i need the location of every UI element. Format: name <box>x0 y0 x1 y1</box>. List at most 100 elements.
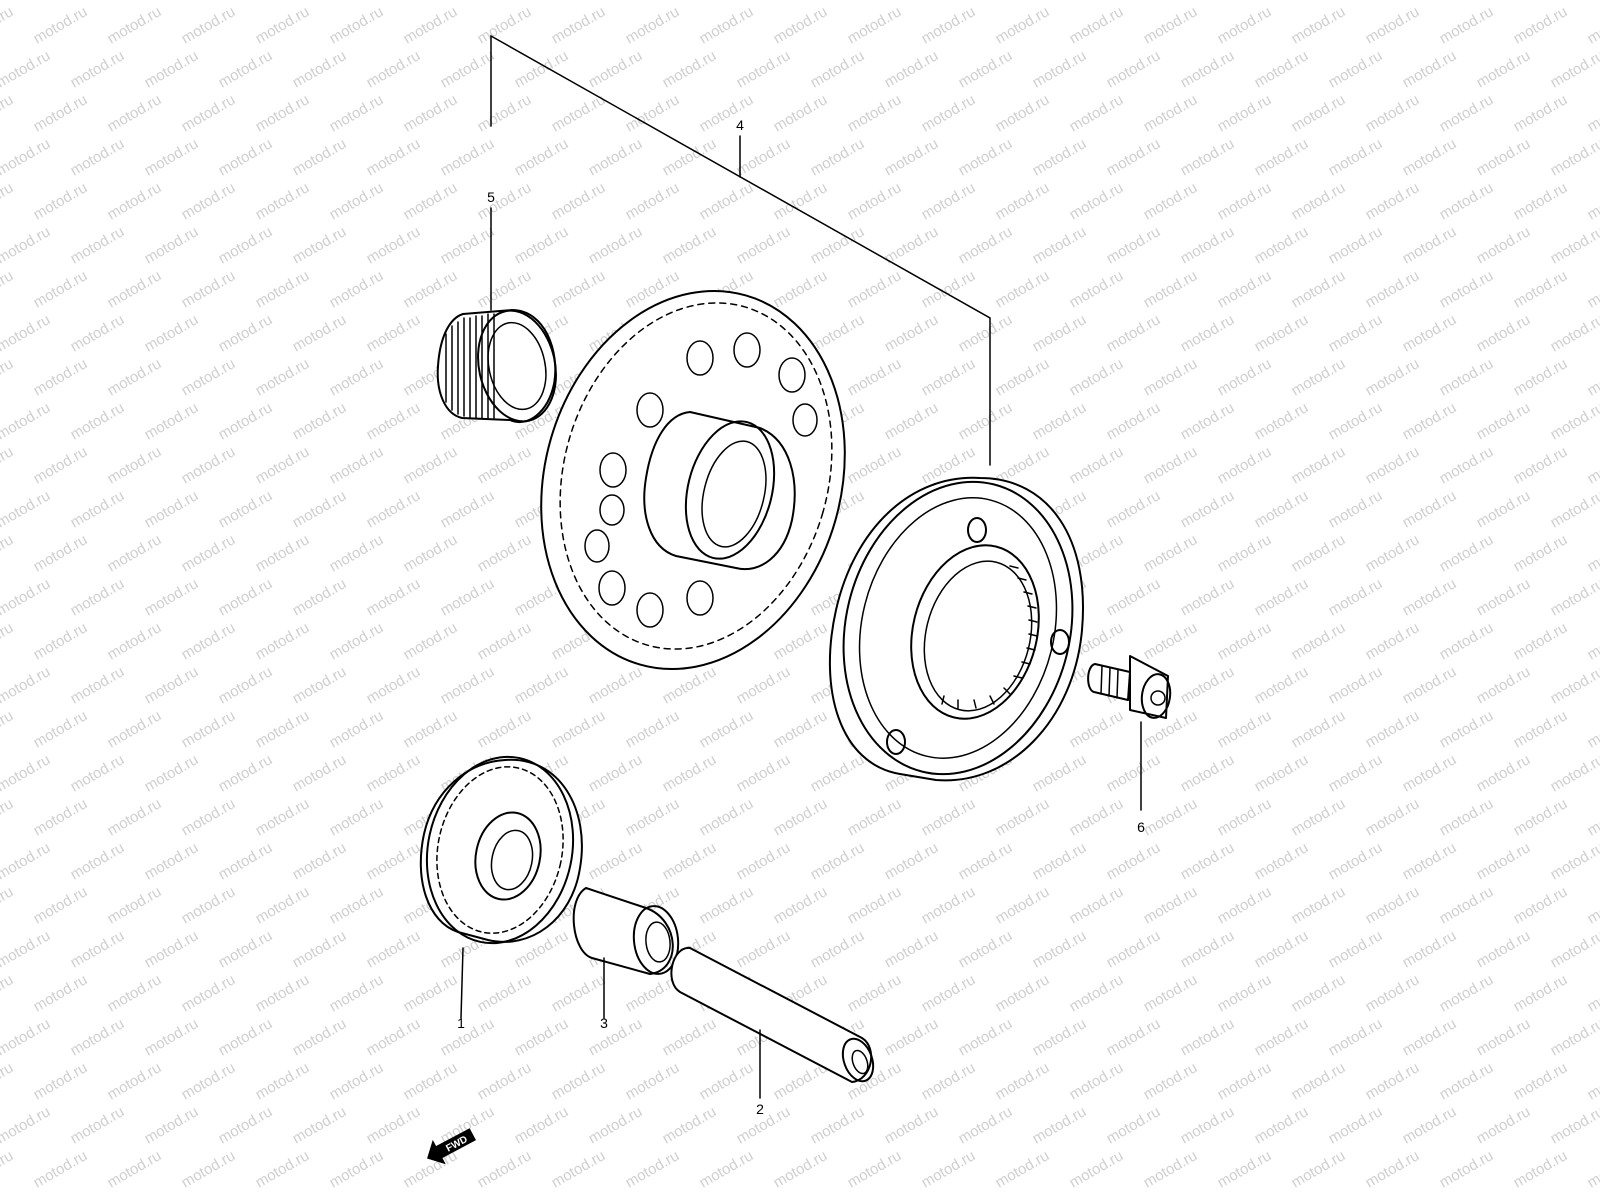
watermark-text: motod.ru <box>1474 223 1534 267</box>
watermark-text: motod.ru <box>1067 971 1127 1015</box>
watermark-text: motod.ru <box>771 1147 831 1191</box>
watermark-text: motod.ru <box>1289 267 1349 311</box>
watermark-text: motod.ru <box>660 1015 720 1059</box>
watermark-text: motod.ru <box>0 707 16 751</box>
watermark-text: motod.ru <box>1215 531 1275 575</box>
watermark-text: motod.ru <box>1400 135 1460 179</box>
watermark-text: motod.ru <box>623 179 683 223</box>
watermark-text: motod.ru <box>438 1015 498 1059</box>
watermark-text: motod.ru <box>808 135 868 179</box>
callout-4: 4 <box>736 117 744 133</box>
watermark-text: motod.ru <box>734 0 794 3</box>
watermark-text: motod.ru <box>845 883 905 927</box>
watermark-text: motod.ru <box>1400 487 1460 531</box>
watermark-text: motod.ru <box>1326 0 1386 3</box>
watermark-text: motod.ru <box>1141 971 1201 1015</box>
watermark-text: motod.ru <box>179 1147 239 1191</box>
watermark-text: motod.ru <box>919 91 979 135</box>
watermark-text: motod.ru <box>1141 1147 1201 1191</box>
watermark-text: motod.ru <box>808 839 868 883</box>
watermark-text: motod.ru <box>660 223 720 267</box>
watermark-text: motod.ru <box>290 1015 350 1059</box>
watermark-text: motod.ru <box>327 267 387 311</box>
watermark-text: motod.ru <box>105 619 165 663</box>
watermark-text: motod.ru <box>438 487 498 531</box>
watermark-text: motod.ru <box>1067 795 1127 839</box>
watermark-text: motod.ru <box>1511 1059 1571 1103</box>
watermark-text: motod.ru <box>1215 619 1275 663</box>
watermark-text: motod.ru <box>1104 399 1164 443</box>
watermark-text: motod.ru <box>0 487 53 531</box>
watermark-text: motod.ru <box>1104 311 1164 355</box>
watermark-text: motod.ru <box>1511 91 1571 135</box>
callout-6: 6 <box>1137 819 1145 835</box>
watermark-text: motod.ru <box>0 267 16 311</box>
watermark-text: motod.ru <box>142 135 202 179</box>
watermark-text: motod.ru <box>31 1147 91 1191</box>
watermark-text: motod.ru <box>845 1147 905 1191</box>
watermark-text: motod.ru <box>364 663 424 707</box>
watermark-text: motod.ru <box>1548 1015 1600 1059</box>
watermark-text: motod.ru <box>0 443 16 487</box>
watermark-text: motod.ru <box>290 399 350 443</box>
watermark-text: motod.ru <box>179 795 239 839</box>
watermark-text: motod.ru <box>1548 751 1600 795</box>
watermark-text: motod.ru <box>1104 839 1164 883</box>
watermark-text: motod.ru <box>327 619 387 663</box>
watermark-text: motod.ru <box>1178 663 1238 707</box>
watermark-text: motod.ru <box>253 355 313 399</box>
watermark-text: motod.ru <box>179 883 239 927</box>
watermark-text: motod.ru <box>1030 47 1090 91</box>
watermark-text: motod.ru <box>1252 1015 1312 1059</box>
watermark-text: motod.ru <box>290 487 350 531</box>
watermark-text: motod.ru <box>1252 487 1312 531</box>
watermark-text: motod.ru <box>142 1015 202 1059</box>
watermark-text: motod.ru <box>438 575 498 619</box>
watermark-text: motod.ru <box>1511 531 1571 575</box>
watermark-text: motod.ru <box>1215 355 1275 399</box>
watermark-text: motod.ru <box>142 663 202 707</box>
watermark-text: motod.ru <box>771 179 831 223</box>
watermark-text: motod.ru <box>1252 751 1312 795</box>
watermark-text: motod.ru <box>1030 0 1090 3</box>
watermark-text: motod.ru <box>512 663 572 707</box>
watermark-text: motod.ru <box>1215 1147 1275 1191</box>
watermark-text: motod.ru <box>68 839 128 883</box>
watermark-text: motod.ru <box>1437 795 1497 839</box>
watermark-text: motod.ru <box>327 883 387 927</box>
watermark-text: motod.ru <box>1252 663 1312 707</box>
watermark-text: motod.ru <box>1363 619 1423 663</box>
watermark-text: motod.ru <box>1363 443 1423 487</box>
watermark-text: motod.ru <box>1511 267 1571 311</box>
watermark-text: motod.ru <box>142 0 202 3</box>
watermark-text: motod.ru <box>956 47 1016 91</box>
watermark-text: motod.ru <box>734 47 794 91</box>
watermark-text: motod.ru <box>1474 311 1534 355</box>
watermark-text: motod.ru <box>1067 443 1127 487</box>
watermark-text: motod.ru <box>734 223 794 267</box>
watermark-text: motod.ru <box>475 619 535 663</box>
watermark-text: motod.ru <box>993 179 1053 223</box>
watermark-text: motod.ru <box>1252 575 1312 619</box>
watermark-text: motod.ru <box>1215 1059 1275 1103</box>
watermark-text: motod.ru <box>105 267 165 311</box>
watermark-text: motod.ru <box>475 971 535 1015</box>
watermark-text: motod.ru <box>1400 47 1460 91</box>
watermark-text: motod.ru <box>290 575 350 619</box>
watermark-text: motod.ru <box>216 575 276 619</box>
watermark-text: motod.ru <box>993 91 1053 135</box>
watermark-text: motod.ru <box>697 91 757 135</box>
watermark-text: motod.ru <box>1548 927 1600 971</box>
watermark-text: motod.ru <box>1030 839 1090 883</box>
watermark-text: motod.ru <box>401 91 461 135</box>
watermark-text: motod.ru <box>1067 1147 1127 1191</box>
watermark-text: motod.ru <box>586 1103 646 1147</box>
watermark-text: motod.ru <box>1104 47 1164 91</box>
part-4-bracket <box>490 34 991 466</box>
watermark-text: motod.ru <box>697 883 757 927</box>
watermark-text: motod.ru <box>882 399 942 443</box>
watermark-text: motod.ru <box>1548 135 1600 179</box>
watermark-text: motod.ru <box>290 751 350 795</box>
watermark-text: motod.ru <box>364 311 424 355</box>
watermark-text: motod.ru <box>327 355 387 399</box>
